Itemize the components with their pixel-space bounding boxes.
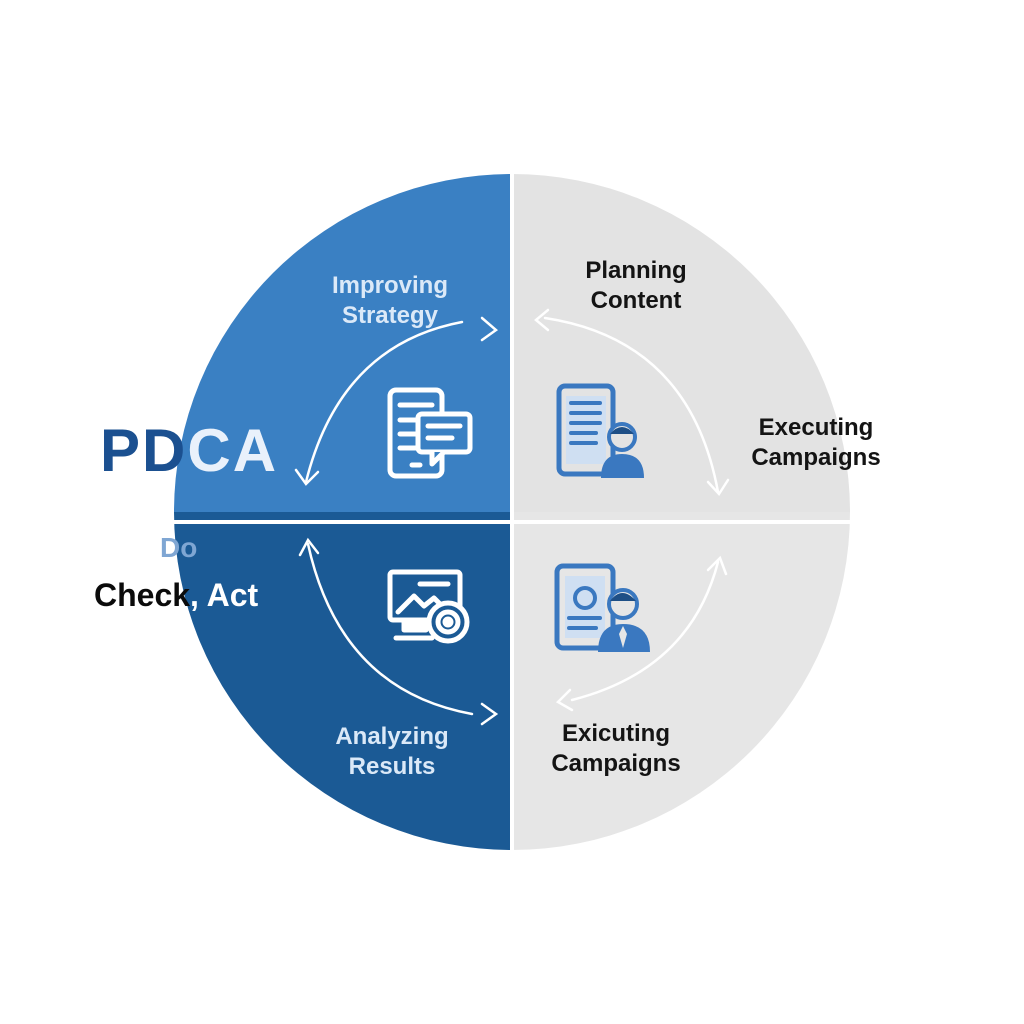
exicuting-line2: Campaigns: [551, 750, 681, 777]
arrow-top-left-small: [480, 316, 499, 342]
check-act-label: Check, Act: [94, 576, 258, 614]
analyzing-line1: Analyzing: [335, 723, 449, 750]
analyzing-results-label: Analyzing Results: [302, 722, 482, 782]
exicuting-line1: Exicuting: [561, 720, 670, 747]
arrow-top-left-head: [294, 468, 320, 486]
pdca-title-dark: PD: [100, 417, 188, 484]
arrow-top-right-small: [534, 308, 550, 332]
document-user-icon: [556, 383, 644, 478]
act-text: , Act: [190, 577, 259, 613]
executing-line1: Executing: [758, 414, 874, 441]
planning-content-label: Planning Content: [546, 256, 726, 316]
improving-strategy-label: Improving Strategy: [300, 271, 480, 331]
tablet-businessman-icon: [554, 563, 650, 652]
analyzing-line2: Results: [348, 753, 436, 780]
check-text: Check: [94, 577, 191, 613]
exicuting-campaigns-label: Exicuting Campaigns: [516, 719, 716, 779]
arrow-bottom-right-small: [555, 688, 574, 712]
executing-line2: Campaigns: [751, 444, 881, 471]
arrow-bottom-right-head: [706, 555, 728, 576]
phone-chat-icon: [387, 387, 473, 479]
do-label: Do: [160, 532, 198, 563]
arrow-bottom-left-head: [298, 537, 320, 557]
cycle-arrows: [294, 308, 730, 726]
planning-line1: Planning: [585, 257, 687, 284]
arrow-bottom-left-small: [480, 702, 499, 726]
arrow-top-right-curve: [543, 316, 720, 494]
quadrant-bottom-right: [512, 512, 850, 850]
arrow-bottom-right-curve: [570, 560, 720, 702]
improving-line1: Improving: [331, 272, 448, 299]
quadrant-bottom-left: [174, 512, 512, 850]
pdca-title: PDCA: [100, 416, 278, 486]
arrow-bottom-left-curve: [306, 542, 474, 716]
executing-campaigns-label: Executing Campaigns: [716, 413, 916, 473]
arrow-top-left-curve: [304, 320, 464, 484]
monitor-webcam-icon: [387, 569, 470, 644]
arrow-top-right-head: [706, 478, 730, 497]
improving-line2: Strategy: [341, 302, 439, 329]
pdca-title-light: CA: [187, 417, 279, 484]
planning-line2: Content: [590, 287, 682, 314]
